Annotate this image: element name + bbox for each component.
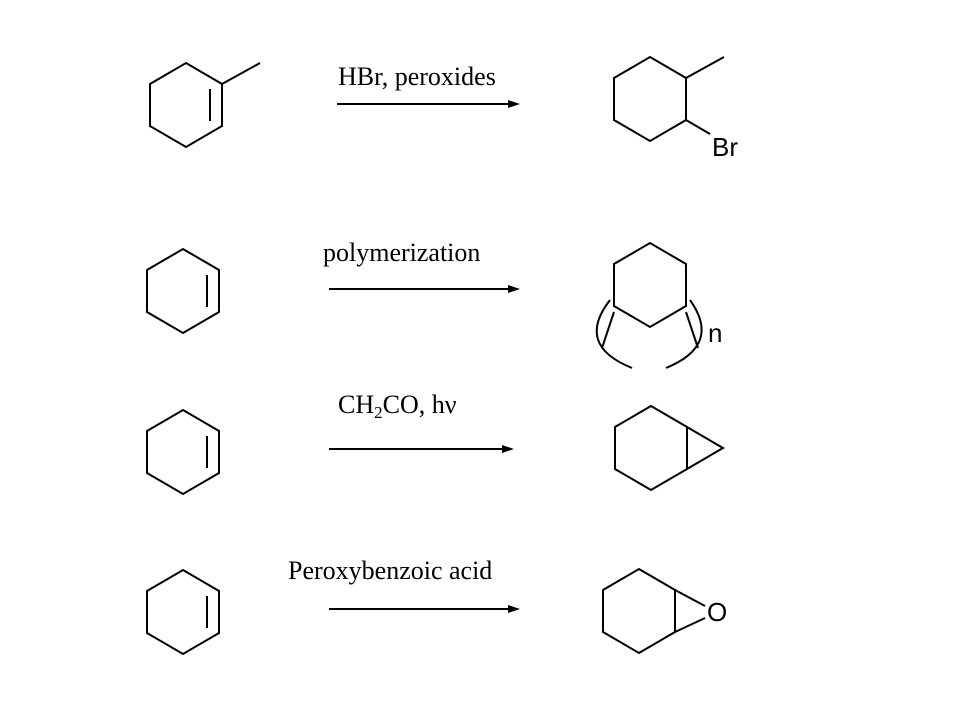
reagent-peroxybenzoic-acid: Peroxybenzoic acid [288,556,493,585]
arrow-1 [337,100,520,108]
reagent-hbr-peroxides: HBr, peroxides [338,62,496,91]
arrow-4 [329,605,520,613]
reactant-cyclohexene-2 [146,247,220,335]
reactant-cyclohexene-3 [146,408,220,496]
arrow-2 [329,285,520,293]
product-epoxide [602,567,706,655]
product-bromo-methylcyclohexane [613,55,725,143]
oxygen-atom-label: O [707,597,728,627]
arrow-3 [329,445,514,453]
reagent-ketene-hv: CH2CO, hν [338,390,457,422]
polymer-repeat-n-label: n [708,318,723,348]
reactant-1-methylcyclohexene [149,61,261,149]
bromine-atom-label: Br [712,132,738,162]
product-norcarane [614,404,725,492]
reagent-polymerization: polymerization [323,238,481,267]
reagent-subscript-2: 2 [374,403,383,422]
reagent-part-ch: CH [338,390,375,419]
product-polymer [595,241,703,369]
reactant-cyclohexene-4 [146,568,220,656]
reagent-part-co-hv: CO, hν [382,390,457,419]
